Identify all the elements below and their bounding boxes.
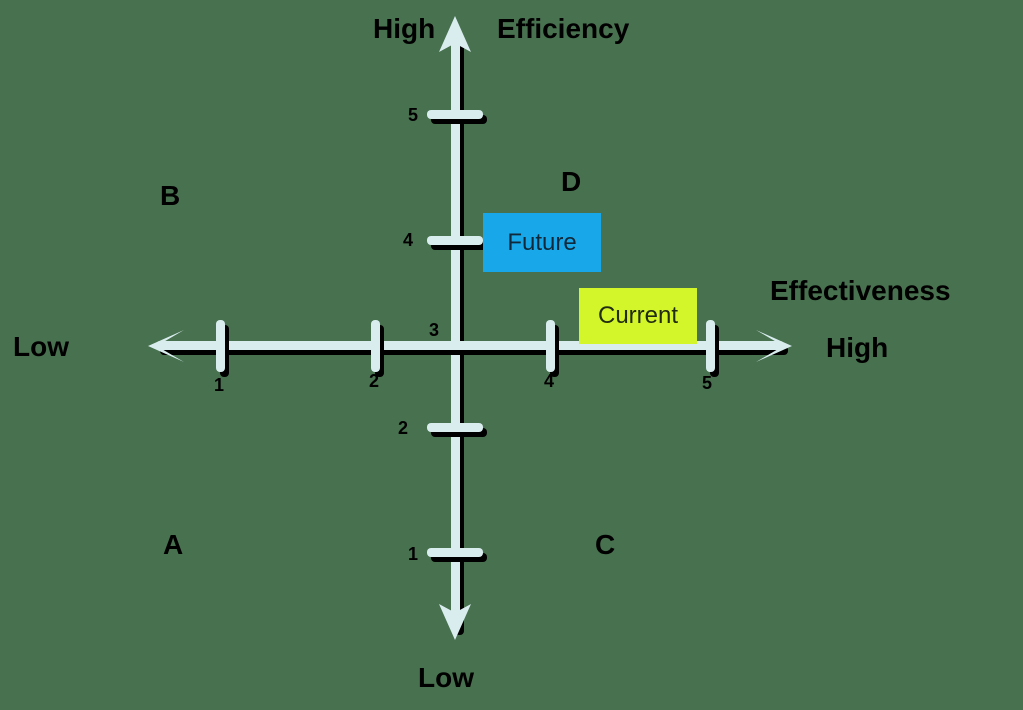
current-marker-label: Current <box>597 302 679 329</box>
x-axis-high-label: High <box>826 332 889 363</box>
quadrant-label-c: C <box>595 529 616 560</box>
y-axis-high-label: High <box>373 13 436 44</box>
x-tick-label-2: 2 <box>369 371 380 391</box>
y-tick-label-5: 5 <box>408 105 419 125</box>
x-axis-line <box>156 341 784 350</box>
x-axis-tick-2 <box>371 320 380 372</box>
x-axis-tick-5 <box>706 320 715 372</box>
quadrant-label-d: D <box>561 166 582 197</box>
x-tick-label-1: 1 <box>214 375 225 395</box>
y-tick-label-4: 4 <box>403 230 414 250</box>
y-tick-label-2: 2 <box>398 418 409 438</box>
y-axis-low-label: Low <box>418 662 474 693</box>
future-marker: Future <box>483 213 601 272</box>
quadrant-label-b: B <box>160 180 181 211</box>
y-axis-title: Efficiency <box>497 13 630 44</box>
x-axis-low-label: Low <box>13 331 69 362</box>
x-tick-label-4: 4 <box>544 371 555 391</box>
y-axis-tick-1 <box>427 548 483 557</box>
y-axis-tick-5 <box>427 110 483 119</box>
y-axis-tick-4 <box>427 236 483 245</box>
x-axis-tick-4 <box>546 320 555 372</box>
y-axis-line <box>451 30 460 630</box>
origin-tick-label: 3 <box>429 320 440 340</box>
quadrant-label-a: A <box>163 529 184 560</box>
x-axis-tick-1 <box>216 320 225 372</box>
x-axis-title: Effectiveness <box>770 275 951 306</box>
future-marker-label: Future <box>507 228 577 256</box>
y-axis-tick-2 <box>427 423 483 432</box>
x-tick-label-5: 5 <box>702 373 713 393</box>
current-marker: Current <box>579 288 697 344</box>
y-tick-label-1: 1 <box>408 544 419 564</box>
